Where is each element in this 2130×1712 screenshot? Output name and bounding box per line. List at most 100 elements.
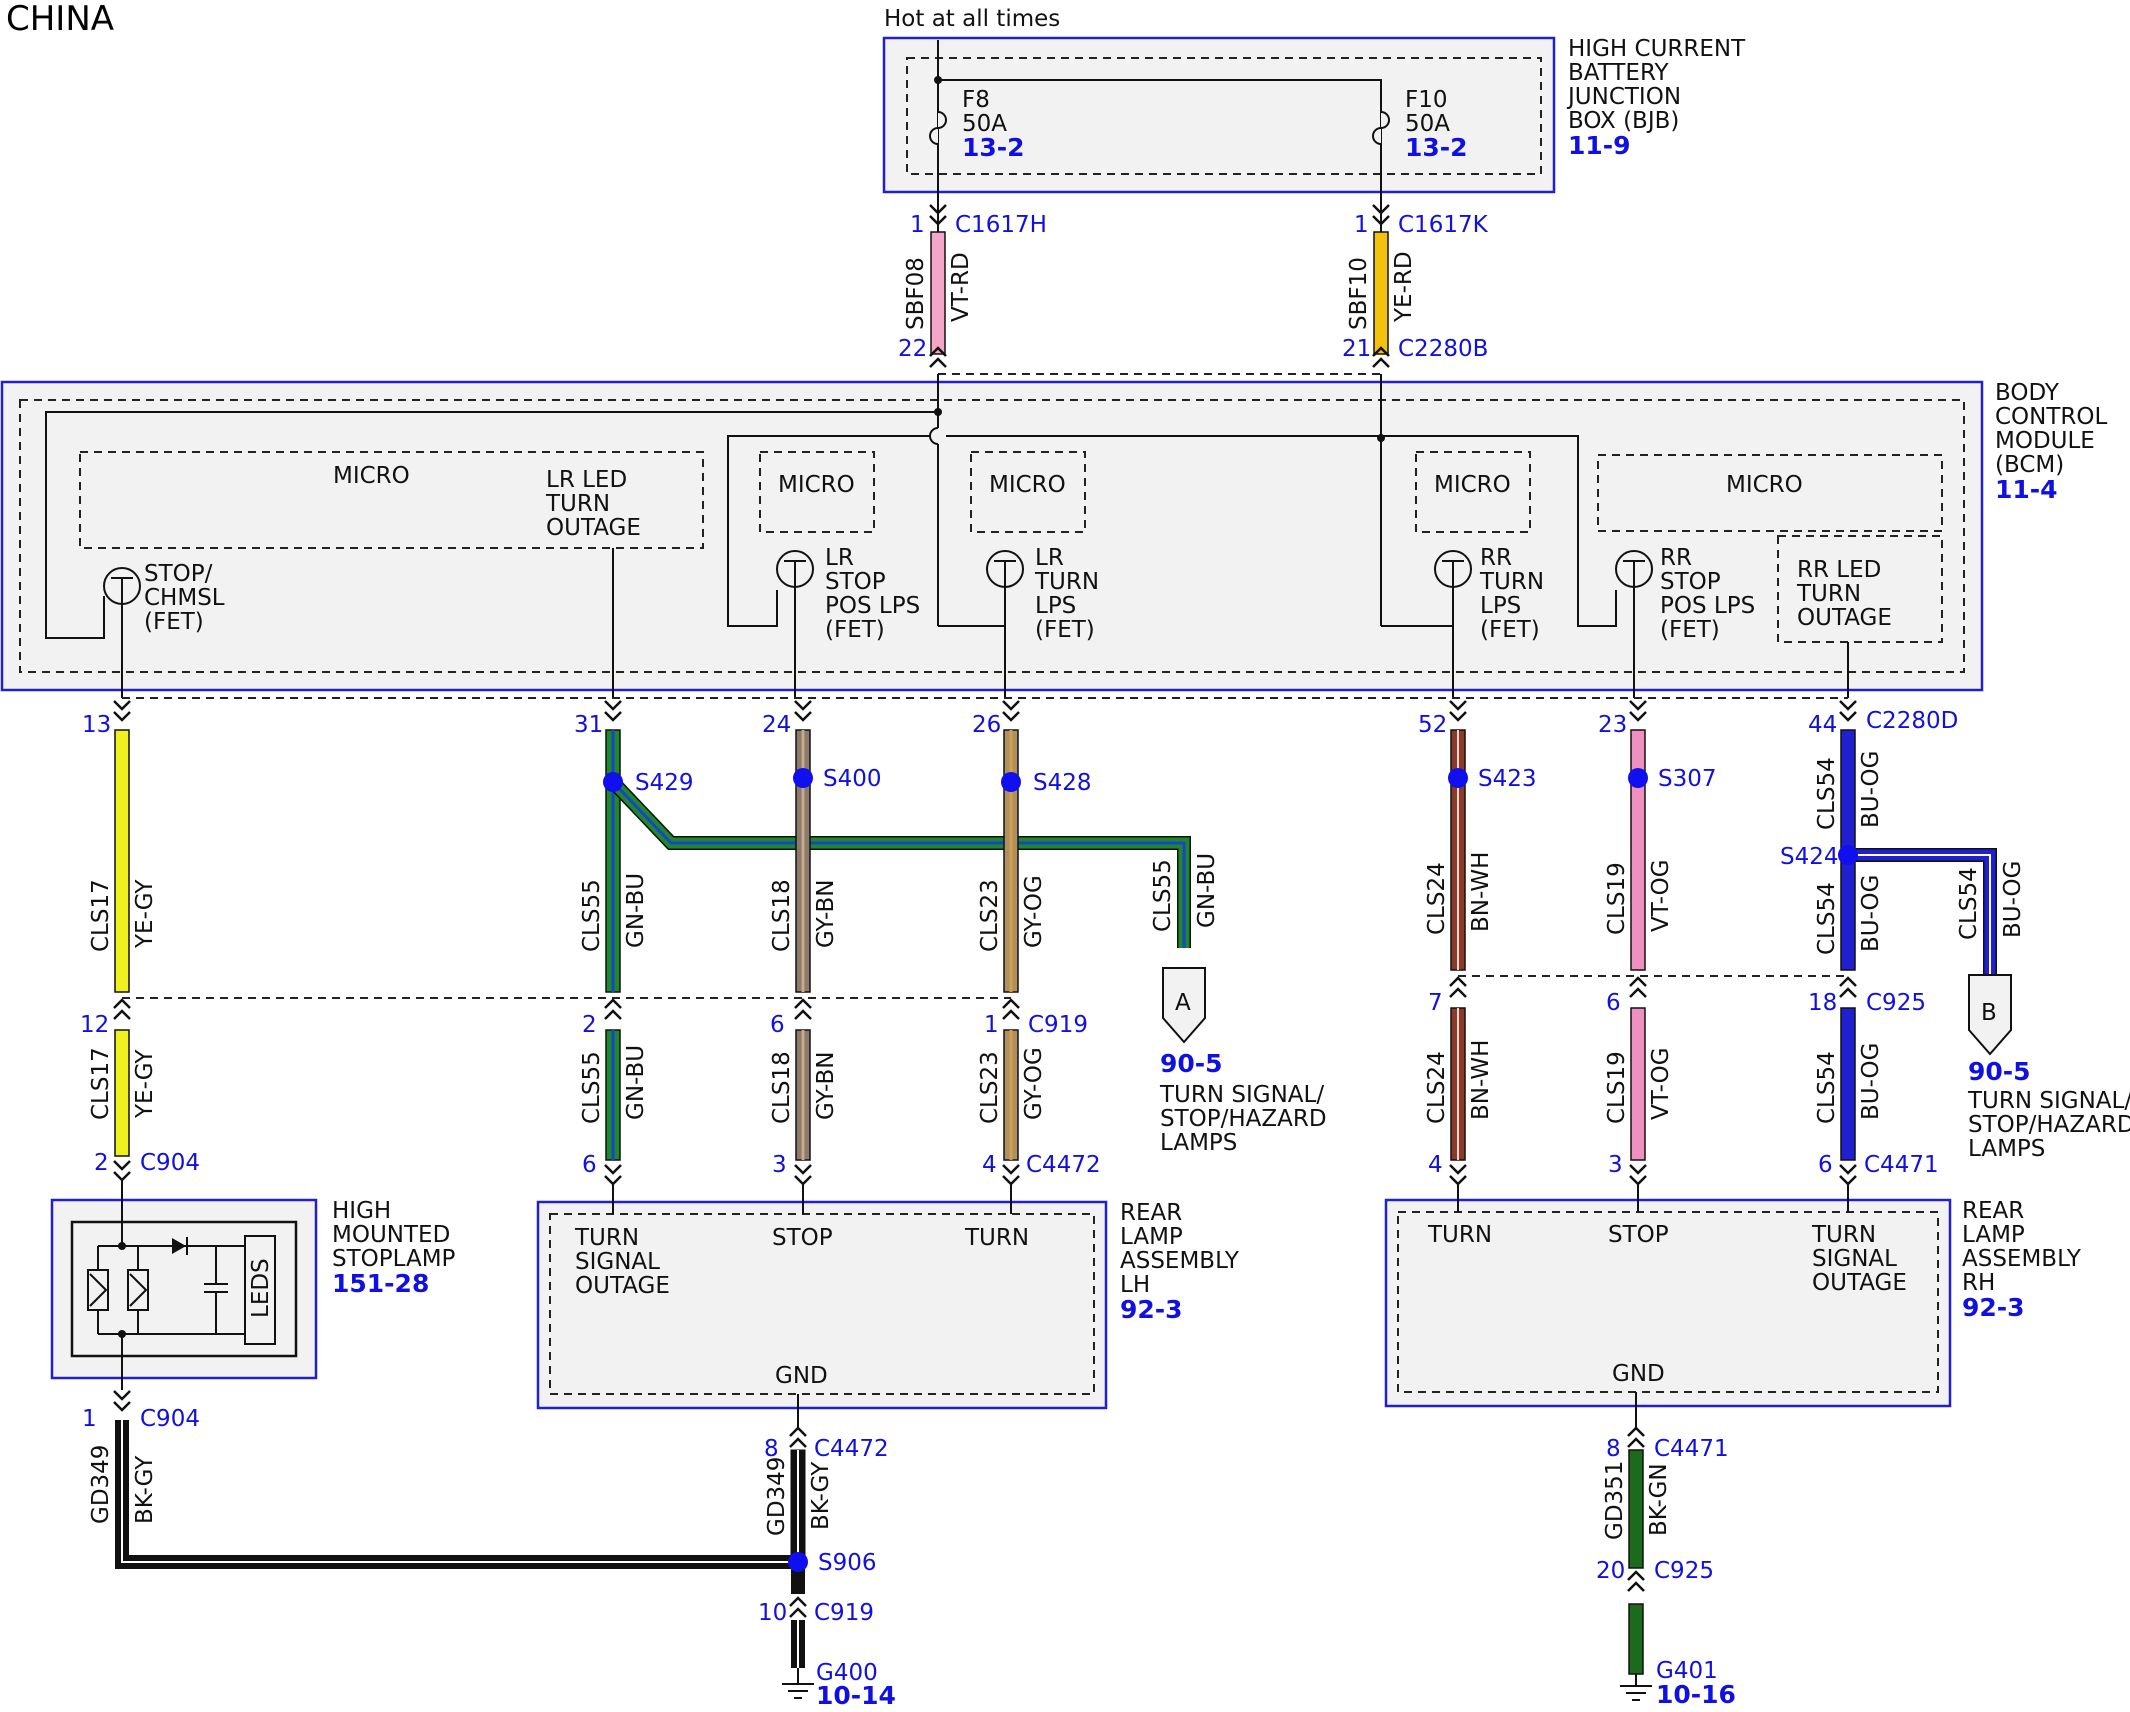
splice-s423: S423 [1478, 766, 1537, 792]
connector-c1617h: C1617H [955, 212, 1047, 238]
offpage-b-desc-1: TURN SIGNAL/ [1967, 1088, 2130, 1114]
cls54-circuit-mid: CLS54 [1814, 882, 1840, 955]
hmsl-ref: 151-28 [332, 1269, 429, 1298]
rh-gnd-label: GND [1612, 1361, 1665, 1387]
gd351-color: BK-GN [1646, 1463, 1672, 1536]
gd349-circuit-lh: GD349 [764, 1457, 790, 1536]
fet-stop-chmsl [103, 567, 141, 605]
wire-cls24-upper [1448, 699, 1468, 999]
fet-rr-stop-label-3: POS LPS [1660, 593, 1755, 619]
pin-2-c919: 2 [582, 1012, 597, 1038]
pin-3-c4471: 3 [1608, 1152, 1623, 1178]
fet-lr-turn-label-3: LPS [1035, 593, 1076, 619]
offpage-a-desc-1: TURN SIGNAL/ [1159, 1082, 1324, 1108]
splice-s307-dot [1628, 768, 1648, 788]
fet-rr-turn-label-3: LPS [1480, 593, 1521, 619]
ground-g401: G401 [1656, 1658, 1718, 1684]
hmsl-title-1: HIGH [332, 1198, 391, 1224]
splice-s428-dot [1001, 772, 1021, 792]
cls18-color-lower: GY-BN [813, 1052, 839, 1120]
gd349-color-lh: BK-GY [808, 1461, 834, 1530]
rh-turn-signal-outage-3: OUTAGE [1812, 1270, 1907, 1296]
pin-52: 52 [1418, 712, 1447, 738]
offpage-b-desc-3: LAMPS [1968, 1136, 2045, 1162]
pin-23: 23 [1598, 712, 1627, 738]
offpage-a-desc-2: STOP/HAZARD [1160, 1106, 1327, 1132]
bjb-title-1: HIGH CURRENT [1568, 36, 1746, 62]
cls19-color-upper: VT-OG [1648, 859, 1674, 932]
pin-1-c1617h: 1 [910, 212, 925, 238]
splice-s429-dot [603, 772, 623, 792]
pin-24: 24 [762, 712, 791, 738]
wire-gd349-lh [782, 1426, 814, 1699]
micro-label-1: MICRO [333, 463, 410, 489]
sbf10-circuit: SBF10 [1346, 257, 1372, 330]
pin-4-c4471: 4 [1428, 1152, 1443, 1178]
fet-rr-turn-label-1: RR [1480, 545, 1512, 571]
fet-stop-chmsl-label-3: (FET) [144, 609, 204, 635]
ground-g401-ref: 10-16 [1656, 1680, 1736, 1707]
wire-cls17-upper [112, 699, 132, 1021]
fet-rr-turn-label-4: (FET) [1480, 617, 1540, 643]
splice-s906: S906 [818, 1550, 877, 1576]
splice-s307: S307 [1658, 766, 1717, 792]
fet-stop-chmsl-label-1: STOP/ [144, 561, 213, 587]
bjb-ref: 11-9 [1568, 131, 1631, 160]
rear-lh-title-4: LH [1120, 1272, 1150, 1298]
pin-22: 22 [898, 336, 927, 362]
lh-turn-label: TURN [964, 1225, 1029, 1251]
connector-c919: C919 [1028, 1012, 1088, 1038]
cls55-color-lower: GN-BU [623, 1045, 649, 1120]
fet-lr-stop-label-1: LR [825, 545, 854, 571]
rear-rh-title-3: ASSEMBLY [1962, 1246, 2082, 1272]
cls17-color-lower: YE-GY [132, 1049, 158, 1119]
rh-turn-label: TURN [1427, 1222, 1492, 1248]
hmsl-title-2: MOUNTED [332, 1222, 450, 1248]
rr-led-turn-outage-3: OUTAGE [1797, 605, 1892, 631]
pin-6-c919: 6 [770, 1012, 785, 1038]
micro-label-5: MICRO [1726, 472, 1803, 498]
region-title: CHINA [6, 0, 114, 39]
splice-s423-dot [1448, 768, 1468, 788]
fet-lr-stop-label-2: STOP [825, 569, 886, 595]
cls55-color-upper: GN-BU [623, 873, 649, 948]
sbf10-color: YE-RD [1391, 251, 1417, 323]
pin-6-c925: 6 [1606, 990, 1621, 1016]
cls23-circuit-lower: CLS23 [977, 1051, 1003, 1124]
wire-cls19-upper [1628, 699, 1648, 999]
connector-c4471-bottom: C4471 [1654, 1436, 1729, 1462]
gd351-circuit: GD351 [1602, 1461, 1628, 1540]
cls17-circuit-upper: CLS17 [88, 879, 114, 952]
wire-cls23-lower [1001, 1029, 1021, 1186]
pin-4-c4472: 4 [982, 1152, 997, 1178]
connector-c919-bottom: C919 [814, 1600, 874, 1626]
wire-gd349-hmsl [112, 1389, 798, 1569]
body-control-module [0, 374, 1984, 698]
sbf08-circuit: SBF08 [903, 257, 929, 330]
ground-g400: G400 [816, 1660, 878, 1686]
pin-6-c4472: 6 [582, 1152, 597, 1178]
cls23-color-upper: GY-OG [1021, 875, 1047, 948]
wire-cls55-lower [603, 1029, 623, 1186]
sbf08-color: VT-RD [948, 252, 974, 322]
wire-cls19-lower [1628, 1007, 1648, 1186]
pin-1-c919: 1 [984, 1012, 999, 1038]
fet-lr-turn-label-4: (FET) [1035, 617, 1095, 643]
offpage-connector-b[interactable]: B [1968, 974, 2012, 1056]
connector-c2280d: C2280D [1866, 708, 1958, 734]
offpage-connector-a[interactable]: A [1162, 967, 1206, 1044]
pin-2-c904: 2 [94, 1150, 109, 1176]
cls54-color-mid: BU-OG [1858, 875, 1884, 952]
micro-label-3: MICRO [989, 472, 1066, 498]
rr-led-turn-outage-1: RR LED [1797, 557, 1881, 583]
fuse-f10-rating: 50A [1405, 111, 1450, 137]
rear-lh-title-3: ASSEMBLY [1120, 1248, 1240, 1274]
connector-c904-top: C904 [140, 1150, 200, 1176]
rear-lh-title-1: REAR [1120, 1200, 1182, 1226]
rear-lamp-assembly-lh [536, 1182, 1108, 1430]
rr-led-turn-outage-2: TURN [1796, 581, 1861, 607]
wire-cls54-lower [1838, 1007, 1858, 1186]
rear-lh-title-2: LAMP [1120, 1224, 1183, 1250]
rear-rh-ref: 92-3 [1962, 1293, 2025, 1322]
pin-7-c925: 7 [1428, 990, 1443, 1016]
